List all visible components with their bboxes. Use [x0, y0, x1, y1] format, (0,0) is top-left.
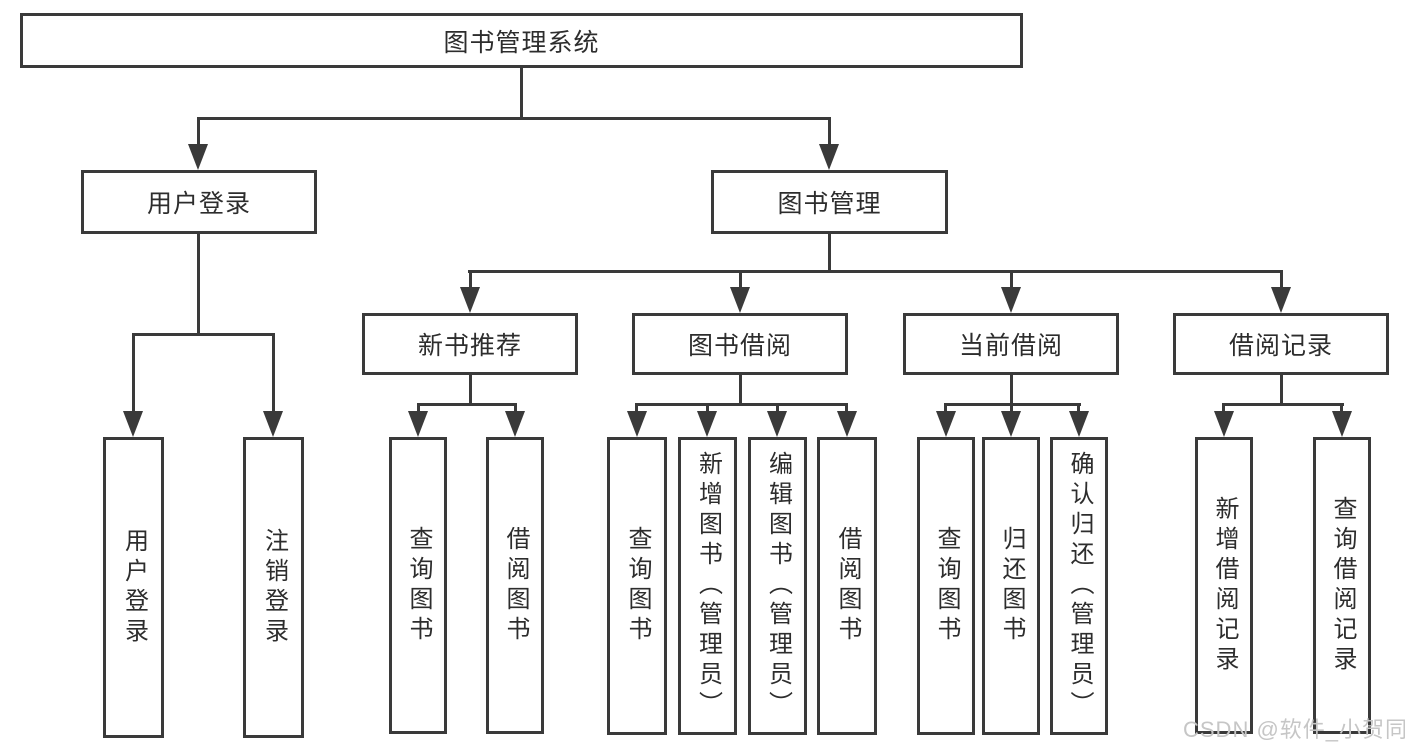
- arrow-down-icon: [1271, 287, 1291, 313]
- connector-line: [739, 270, 742, 289]
- connector-line: [706, 403, 709, 413]
- connector-line: [845, 403, 848, 413]
- arrow-down-icon: [1069, 411, 1089, 437]
- arrow-down-icon: [837, 411, 857, 437]
- connector-line: [944, 403, 947, 413]
- leaf-newbook-borrow-books: 借阅图书: [486, 437, 544, 734]
- arrow-down-icon: [1332, 411, 1352, 437]
- connector-line: [272, 333, 275, 413]
- connector-line: [776, 403, 779, 413]
- arrow-down-icon: [730, 287, 750, 313]
- node-user-login: 用户登录: [81, 170, 317, 234]
- connector-line: [469, 270, 472, 289]
- connector-line: [1010, 403, 1013, 413]
- leaf-current-return-books: 归还图书: [982, 437, 1040, 735]
- node-current-borrow: 当前借阅: [903, 313, 1119, 375]
- connector-line: [1010, 270, 1013, 289]
- connector-line: [828, 232, 831, 273]
- arrow-down-icon: [188, 144, 208, 170]
- arrow-down-icon: [697, 411, 717, 437]
- arrow-down-icon: [936, 411, 956, 437]
- connector-line: [1222, 403, 1344, 406]
- arrow-down-icon: [1001, 411, 1021, 437]
- arrow-down-icon: [505, 411, 525, 437]
- leaf-records-add-record: 新增借阅记录: [1195, 437, 1253, 734]
- arrow-down-icon: [1001, 287, 1021, 313]
- leaf-borrow-query-books: 查询图书: [607, 437, 667, 735]
- connector-line: [828, 117, 831, 146]
- node-book-borrow: 图书借阅: [632, 313, 848, 375]
- connector-line: [132, 333, 135, 413]
- connector-line: [197, 117, 831, 120]
- leaf-logout: 注销登录: [243, 437, 304, 738]
- leaf-records-query-record: 查询借阅记录: [1313, 437, 1371, 734]
- node-root: 图书管理系统: [20, 13, 1023, 68]
- connector-line: [1280, 373, 1283, 406]
- connector-line: [417, 403, 420, 413]
- connector-line: [635, 403, 638, 413]
- connector-line: [1222, 403, 1225, 413]
- connector-line: [132, 333, 275, 336]
- node-new-book-recommend: 新书推荐: [362, 313, 578, 375]
- arrow-down-icon: [460, 287, 480, 313]
- node-book-management: 图书管理: [711, 170, 948, 234]
- arrow-down-icon: [767, 411, 787, 437]
- connector-line: [514, 403, 517, 413]
- arrow-down-icon: [1214, 411, 1234, 437]
- arrow-down-icon: [123, 411, 143, 437]
- connector-line: [417, 403, 517, 406]
- arrow-down-icon: [627, 411, 647, 437]
- arrow-down-icon: [263, 411, 283, 437]
- leaf-newbook-query-books: 查询图书: [389, 437, 447, 734]
- connector-line: [197, 232, 200, 335]
- arrow-down-icon: [819, 144, 839, 170]
- leaf-borrow-edit-books-admin: 编辑图书（管理员）: [748, 437, 807, 735]
- leaf-borrow-borrow-books: 借阅图书: [817, 437, 877, 735]
- leaf-borrow-add-books-admin: 新增图书（管理员）: [678, 437, 737, 735]
- watermark: CSDN @软件_小贺同学: [1183, 717, 1405, 742]
- connector-line: [1280, 270, 1283, 289]
- leaf-user-login: 用户登录: [103, 437, 164, 738]
- node-borrow-records: 借阅记录: [1173, 313, 1389, 375]
- connector-line: [635, 403, 848, 406]
- leaf-current-query-books: 查询图书: [917, 437, 975, 735]
- connector-line: [520, 66, 523, 119]
- connector-line: [1010, 373, 1013, 406]
- connector-line: [197, 117, 200, 146]
- connector-line: [468, 270, 1283, 273]
- leaf-current-confirm-return-admin: 确认归还（管理员）: [1050, 437, 1108, 735]
- connector-line: [469, 373, 472, 406]
- connector-line: [1340, 403, 1343, 413]
- connector-line: [1077, 403, 1080, 413]
- arrow-down-icon: [408, 411, 428, 437]
- connector-line: [739, 373, 742, 406]
